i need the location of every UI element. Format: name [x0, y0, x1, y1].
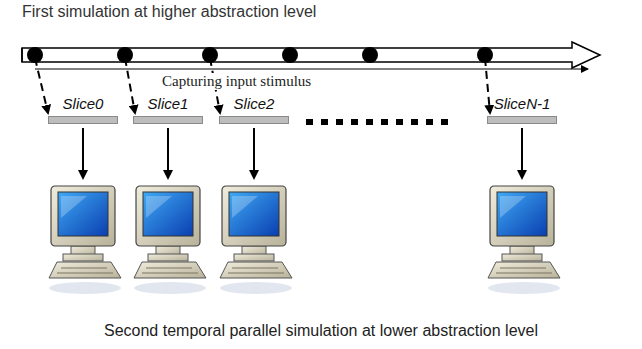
slice-label: Slice1: [148, 95, 189, 113]
stimulus-label: Capturing input stimulus: [160, 73, 313, 90]
slice-label: Slice0: [63, 95, 104, 113]
slice-node: SliceN-1: [487, 95, 557, 124]
title: First simulation at higher abstraction l…: [22, 3, 316, 21]
slice-node: Slice2: [219, 95, 289, 124]
slice-label: SliceN-1: [494, 95, 551, 113]
slice-node: Slice0: [48, 95, 118, 124]
slice-bar: [219, 116, 289, 124]
slice-label: Slice2: [234, 95, 275, 113]
slice-bar: [487, 116, 557, 124]
slice-node: Slice1: [133, 95, 203, 124]
slice-bar: [133, 116, 203, 124]
slice-bar: [48, 116, 118, 124]
caption: Second temporal parallel simulation at l…: [0, 322, 642, 340]
